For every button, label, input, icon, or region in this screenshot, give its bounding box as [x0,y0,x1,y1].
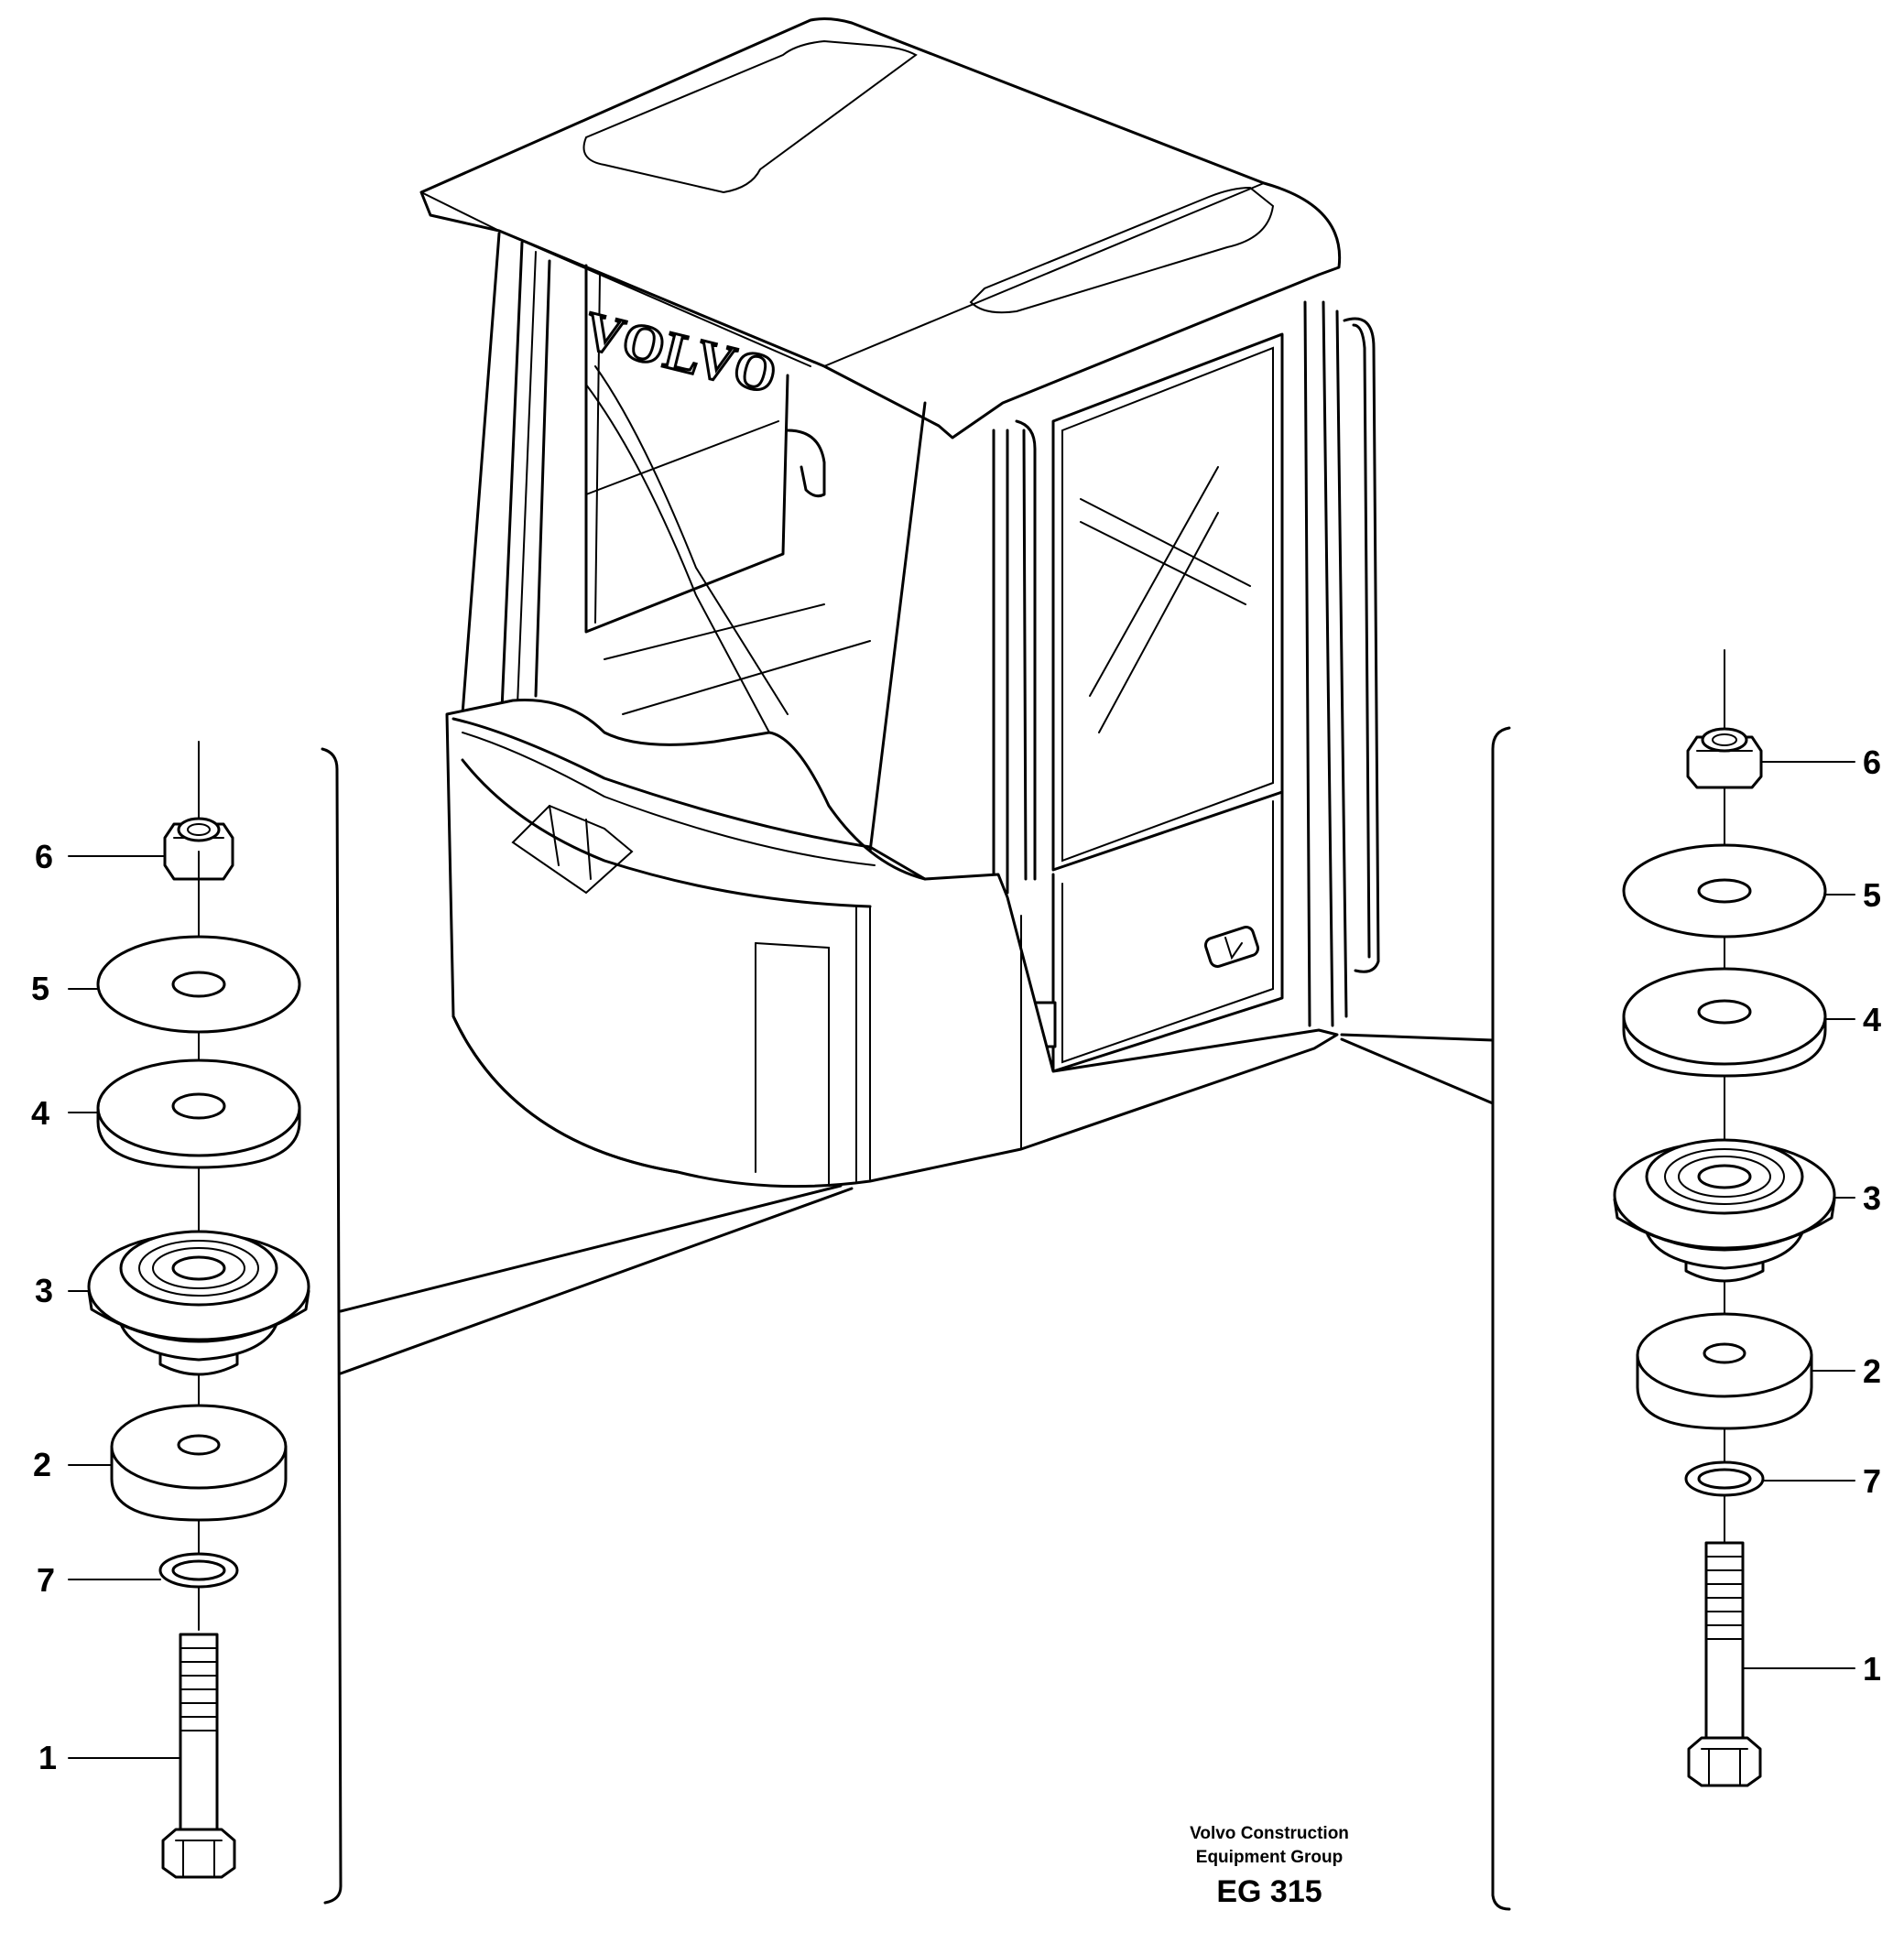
left-part-3 [87,1230,310,1376]
footer-credit: Volvo Construction Equipment Group EG 31… [1190,1824,1349,1909]
left-callout-1: 1 [38,1739,57,1776]
left-callout-5: 5 [31,970,49,1007]
right-callout-6: 6 [1863,744,1881,781]
right-callout-2: 2 [1863,1352,1881,1390]
left-callout-3: 3 [35,1272,53,1309]
left-group-bracket [321,747,343,1905]
cab-roof [419,17,1342,440]
left-callout-2: 2 [33,1446,51,1483]
left-part-4 [96,1058,301,1169]
left-part-6 [163,817,234,881]
right-part-5 [1622,843,1827,939]
footer-line-1: Volvo Construction [1190,1824,1349,1843]
right-part-2 [1636,1312,1813,1430]
right-callout-7: 7 [1863,1462,1881,1500]
right-callout-4: 4 [1863,1001,1881,1038]
right-part-4 [1622,967,1827,1078]
left-part-2 [110,1404,288,1522]
right-part-3 [1613,1138,1836,1283]
right-mount-assembly: 6 5 4 3 2 7 1 [1340,649,1881,1911]
left-mount-assembly: 6 5 4 3 2 7 1 [31,741,854,1905]
left-part-7 [158,1552,239,1589]
left-part-1 [161,1633,236,1879]
right-callout-1: 1 [1863,1650,1881,1688]
footer-line-2: Equipment Group [1196,1848,1343,1867]
right-part-1 [1687,1541,1762,1787]
right-part-6 [1686,727,1763,789]
figure-code: EG 315 [1216,1874,1322,1909]
right-group-bracket [1491,726,1511,1911]
left-part-5 [96,935,301,1034]
left-callout-7: 7 [37,1561,55,1599]
right-part-7 [1684,1460,1765,1497]
right-callout-3: 3 [1863,1179,1881,1217]
left-callout-6: 6 [35,838,53,875]
cab-illustration: VOLVO [419,17,1380,1189]
left-callout-4: 4 [31,1094,49,1132]
right-callout-5: 5 [1863,876,1881,914]
